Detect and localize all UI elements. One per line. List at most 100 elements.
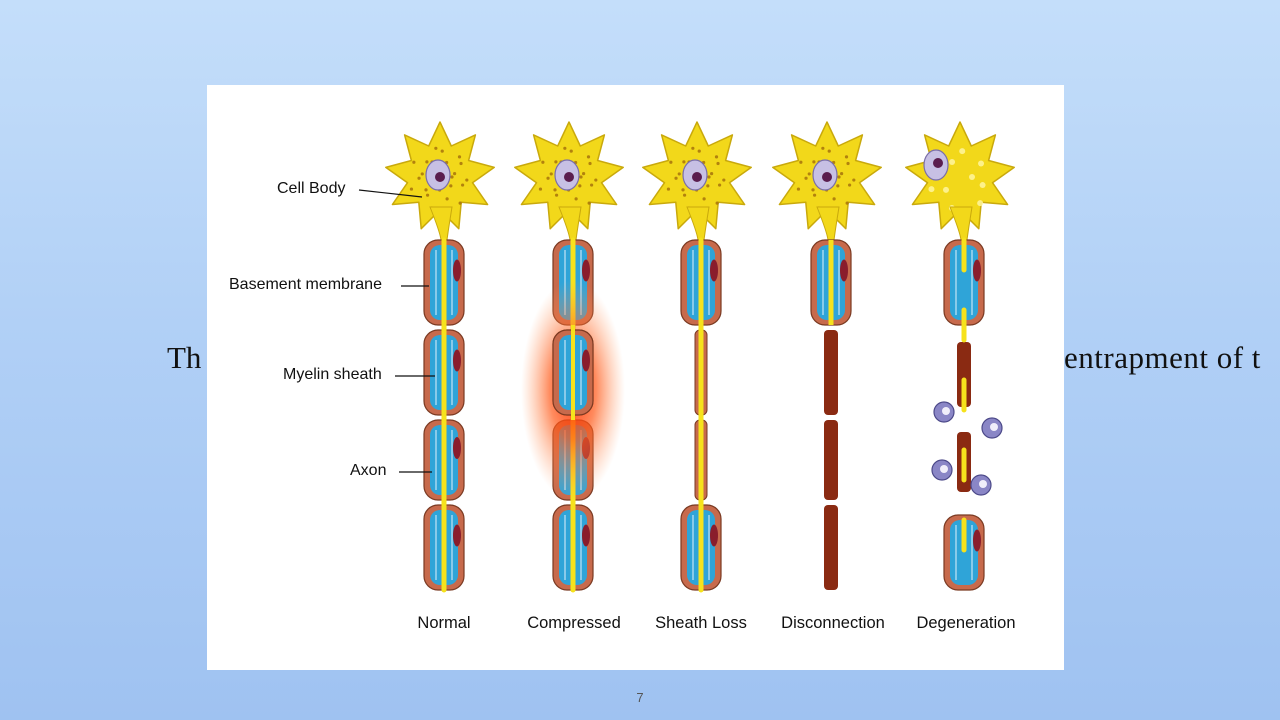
cell-granule [578, 184, 582, 188]
cell-granule [812, 160, 816, 164]
macrophage-core [940, 465, 948, 473]
cell-granule [846, 161, 850, 166]
degeneration-segment-2-fragment [957, 342, 971, 407]
cell-granule [845, 201, 849, 205]
nucleolus-disconnection [822, 172, 832, 182]
cell-granule [969, 174, 975, 180]
nerve-illustration [358, 121, 1015, 593]
nerve-compressed [514, 121, 625, 593]
label-axon: Axon [350, 462, 387, 479]
disconnection-segment-1-schwann-nucleus [840, 259, 848, 282]
cell-granule [796, 187, 801, 191]
slide-body-text-left: Th [167, 340, 202, 375]
cell-granule [450, 175, 454, 179]
nerve-normal [385, 121, 495, 593]
cell-granule [553, 188, 557, 192]
cell-granule [714, 155, 719, 159]
label-pointer-1 [358, 189, 423, 198]
degeneration-segment-1-schwann-nucleus [973, 259, 981, 282]
cell-granule [837, 175, 841, 179]
cell-granule [549, 172, 553, 176]
cell-granule [425, 160, 429, 164]
cell-granule [424, 188, 428, 192]
cell-granule [681, 188, 685, 192]
nerve-injury-diagram: Cell Body Basement membrane Myelin sheat… [207, 85, 1064, 670]
axon-hillock-sheath_loss [686, 206, 710, 241]
cell-granule [979, 182, 986, 189]
macrophage-core [942, 407, 950, 415]
disconnection-segment-3-degenerated [824, 420, 838, 500]
cell-granule [977, 200, 984, 207]
label-myelin-sheath: Myelin sheath [283, 366, 382, 383]
normal-segment-3-schwann-nucleus [453, 437, 461, 459]
cell-granule [715, 201, 719, 205]
cell-granule [425, 193, 430, 197]
cell-granule [848, 183, 852, 187]
cell-granule [844, 155, 849, 159]
caption-normal: Normal [417, 614, 471, 632]
compressed-core-schwann-nucleus [582, 349, 590, 372]
cell-granule [417, 176, 421, 180]
cell-granule [420, 172, 424, 176]
cell-granule [666, 187, 671, 191]
compressed-segment-4-schwann-nucleus [582, 524, 590, 547]
cell-granule [541, 160, 545, 164]
cell-granule [799, 160, 803, 164]
macrophage-core [979, 480, 987, 488]
cell-granule [569, 149, 573, 153]
cell-granule [804, 176, 808, 180]
cell-granule [457, 155, 462, 159]
cell-granule [579, 175, 583, 179]
cell-granule [836, 184, 840, 188]
cell-granule [707, 175, 711, 179]
cell-granule [827, 149, 831, 153]
sheath_loss-segment-1-schwann-nucleus [710, 259, 718, 282]
cell-granule [449, 184, 453, 188]
label-cell-body: Cell Body [277, 180, 346, 197]
caption-disconnection: Disconnection [781, 614, 885, 632]
cell-granule [697, 149, 701, 153]
cell-granule [949, 158, 956, 165]
cell-granule [434, 146, 438, 150]
compressed-segment-1-schwann-nucleus [582, 259, 590, 282]
macrophage-core [990, 423, 998, 431]
cell-granule [669, 160, 673, 164]
axon-hillock-normal [429, 206, 453, 241]
cell-granule [959, 148, 966, 155]
cell-granule [928, 186, 935, 193]
cell-granule [412, 160, 416, 164]
cell-granule [832, 197, 836, 201]
axon-hillock-degeneration [949, 206, 973, 241]
nucleolus-normal [435, 172, 445, 182]
cell-granule [811, 188, 815, 192]
cell-granule [458, 201, 462, 205]
cell-granule [574, 197, 578, 201]
cell-granule [682, 193, 687, 197]
cell-granule [538, 187, 543, 191]
sheath_loss-segment-4-schwann-nucleus [710, 524, 718, 547]
page-number: 7 [636, 690, 644, 705]
cell-granule [588, 161, 592, 166]
cell-granule [445, 197, 449, 201]
cell-granule [546, 176, 550, 180]
caption-compressed: Compressed [527, 614, 621, 632]
cell-granule [677, 172, 681, 176]
cell-granule [852, 178, 856, 182]
cell-granule [943, 186, 950, 193]
disconnection-segment-4-degenerated [824, 505, 838, 590]
cell-granule [691, 146, 695, 150]
disconnection-segment-2-degenerated [824, 330, 838, 415]
slide-body-text-right: entrapment of t [1064, 340, 1261, 375]
nerve-disconnection [772, 121, 882, 590]
cell-granule [706, 184, 710, 188]
cell-granule [587, 201, 591, 205]
nerve-sheath_loss [642, 121, 752, 593]
cell-granule [554, 160, 558, 164]
cell-granule [409, 187, 414, 191]
caption-degeneration: Degeneration [916, 614, 1016, 632]
cell-granule [461, 183, 465, 187]
cell-granule [465, 178, 469, 182]
cell-granule [978, 160, 985, 167]
normal-segment-4-schwann-nucleus [453, 524, 461, 547]
axon-hillock-disconnection [816, 206, 840, 241]
